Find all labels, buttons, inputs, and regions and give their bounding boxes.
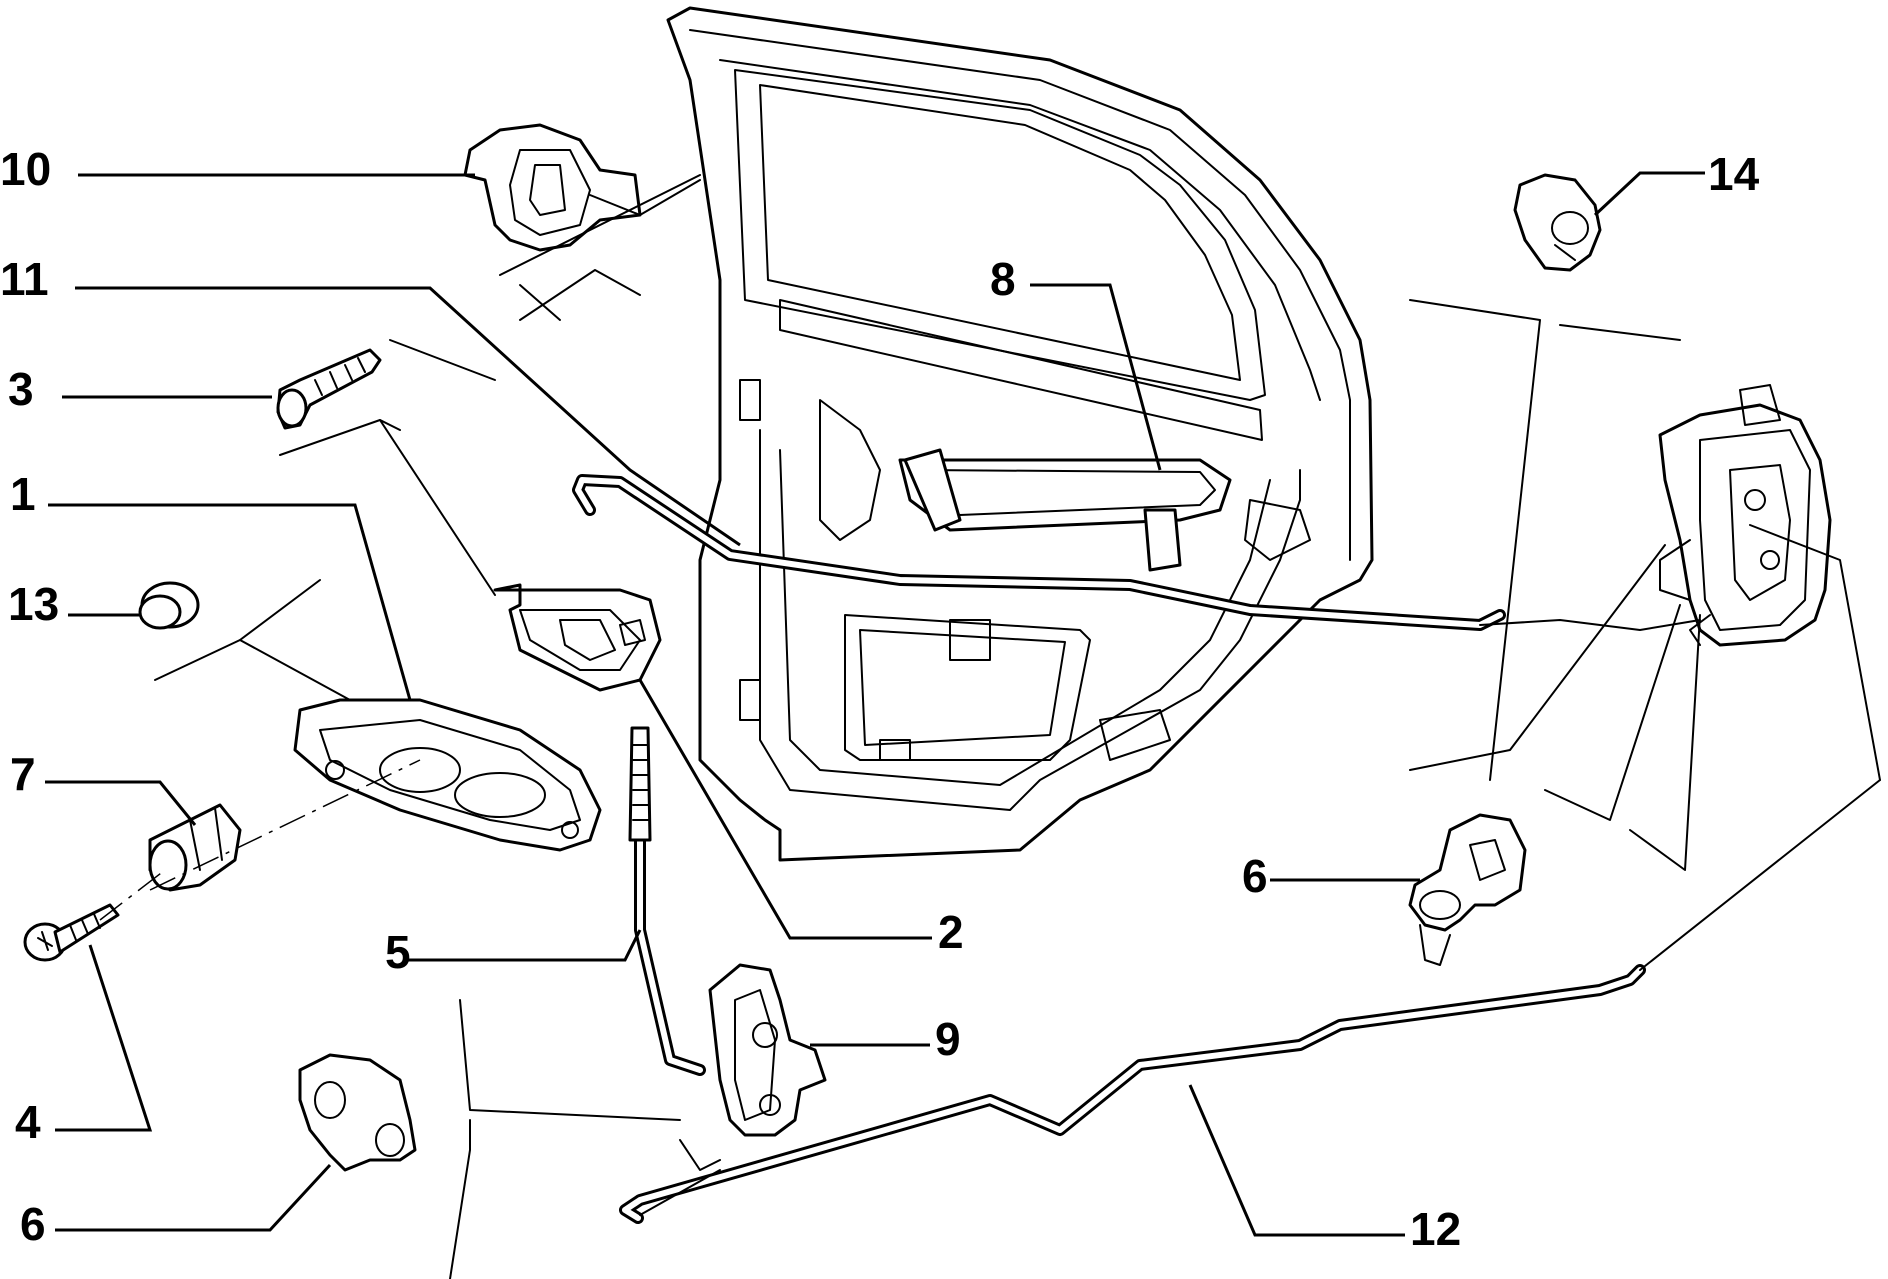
callout-labels: 10 11 3 1 13 7 4 6 5 2 9 8 14 6 12 [0, 143, 1760, 1255]
callout-13: 13 [8, 578, 59, 630]
vertical-lock-rod [628, 726, 706, 1076]
part-6-clip-right [1408, 813, 1527, 966]
part-14-clip [1513, 173, 1602, 272]
callout-2: 2 [938, 906, 964, 958]
part-9-lock-housing [708, 963, 827, 1137]
part-3-bolt [276, 348, 382, 430]
callout-7: 7 [10, 748, 36, 800]
long-door-rod [572, 474, 1506, 631]
part-4-screw [23, 903, 120, 962]
callout-9: 9 [935, 1013, 961, 1065]
inner-release-rod [898, 448, 1232, 572]
callout-11: 11 [0, 253, 49, 305]
guide-lines [154, 174, 1881, 1279]
callout-3: 3 [8, 363, 34, 415]
assembly-axis-lines [99, 759, 421, 921]
leader-lines [45, 171, 1705, 1237]
callout-6-right: 6 [1242, 850, 1268, 902]
callout-6-left: 6 [20, 1198, 46, 1250]
part-6-clip-left [298, 1053, 417, 1172]
callout-4: 4 [15, 1096, 41, 1148]
callout-8: 8 [990, 253, 1016, 305]
callout-1: 1 [10, 468, 36, 520]
part-10-clip [463, 123, 642, 252]
callout-12: 12 [1410, 1203, 1461, 1255]
callout-14: 14 [1708, 148, 1760, 200]
part-2-inner-handle [493, 583, 662, 692]
callout-10: 10 [0, 143, 51, 195]
part-7-sleeve [148, 803, 242, 892]
door-latch-mechanism [1658, 384, 1832, 647]
door-panel [666, 6, 1374, 862]
part-13-plug [138, 581, 200, 630]
part-1-escutcheon [293, 698, 602, 852]
callout-5: 5 [385, 926, 411, 978]
lower-lock-rod [619, 964, 1646, 1224]
